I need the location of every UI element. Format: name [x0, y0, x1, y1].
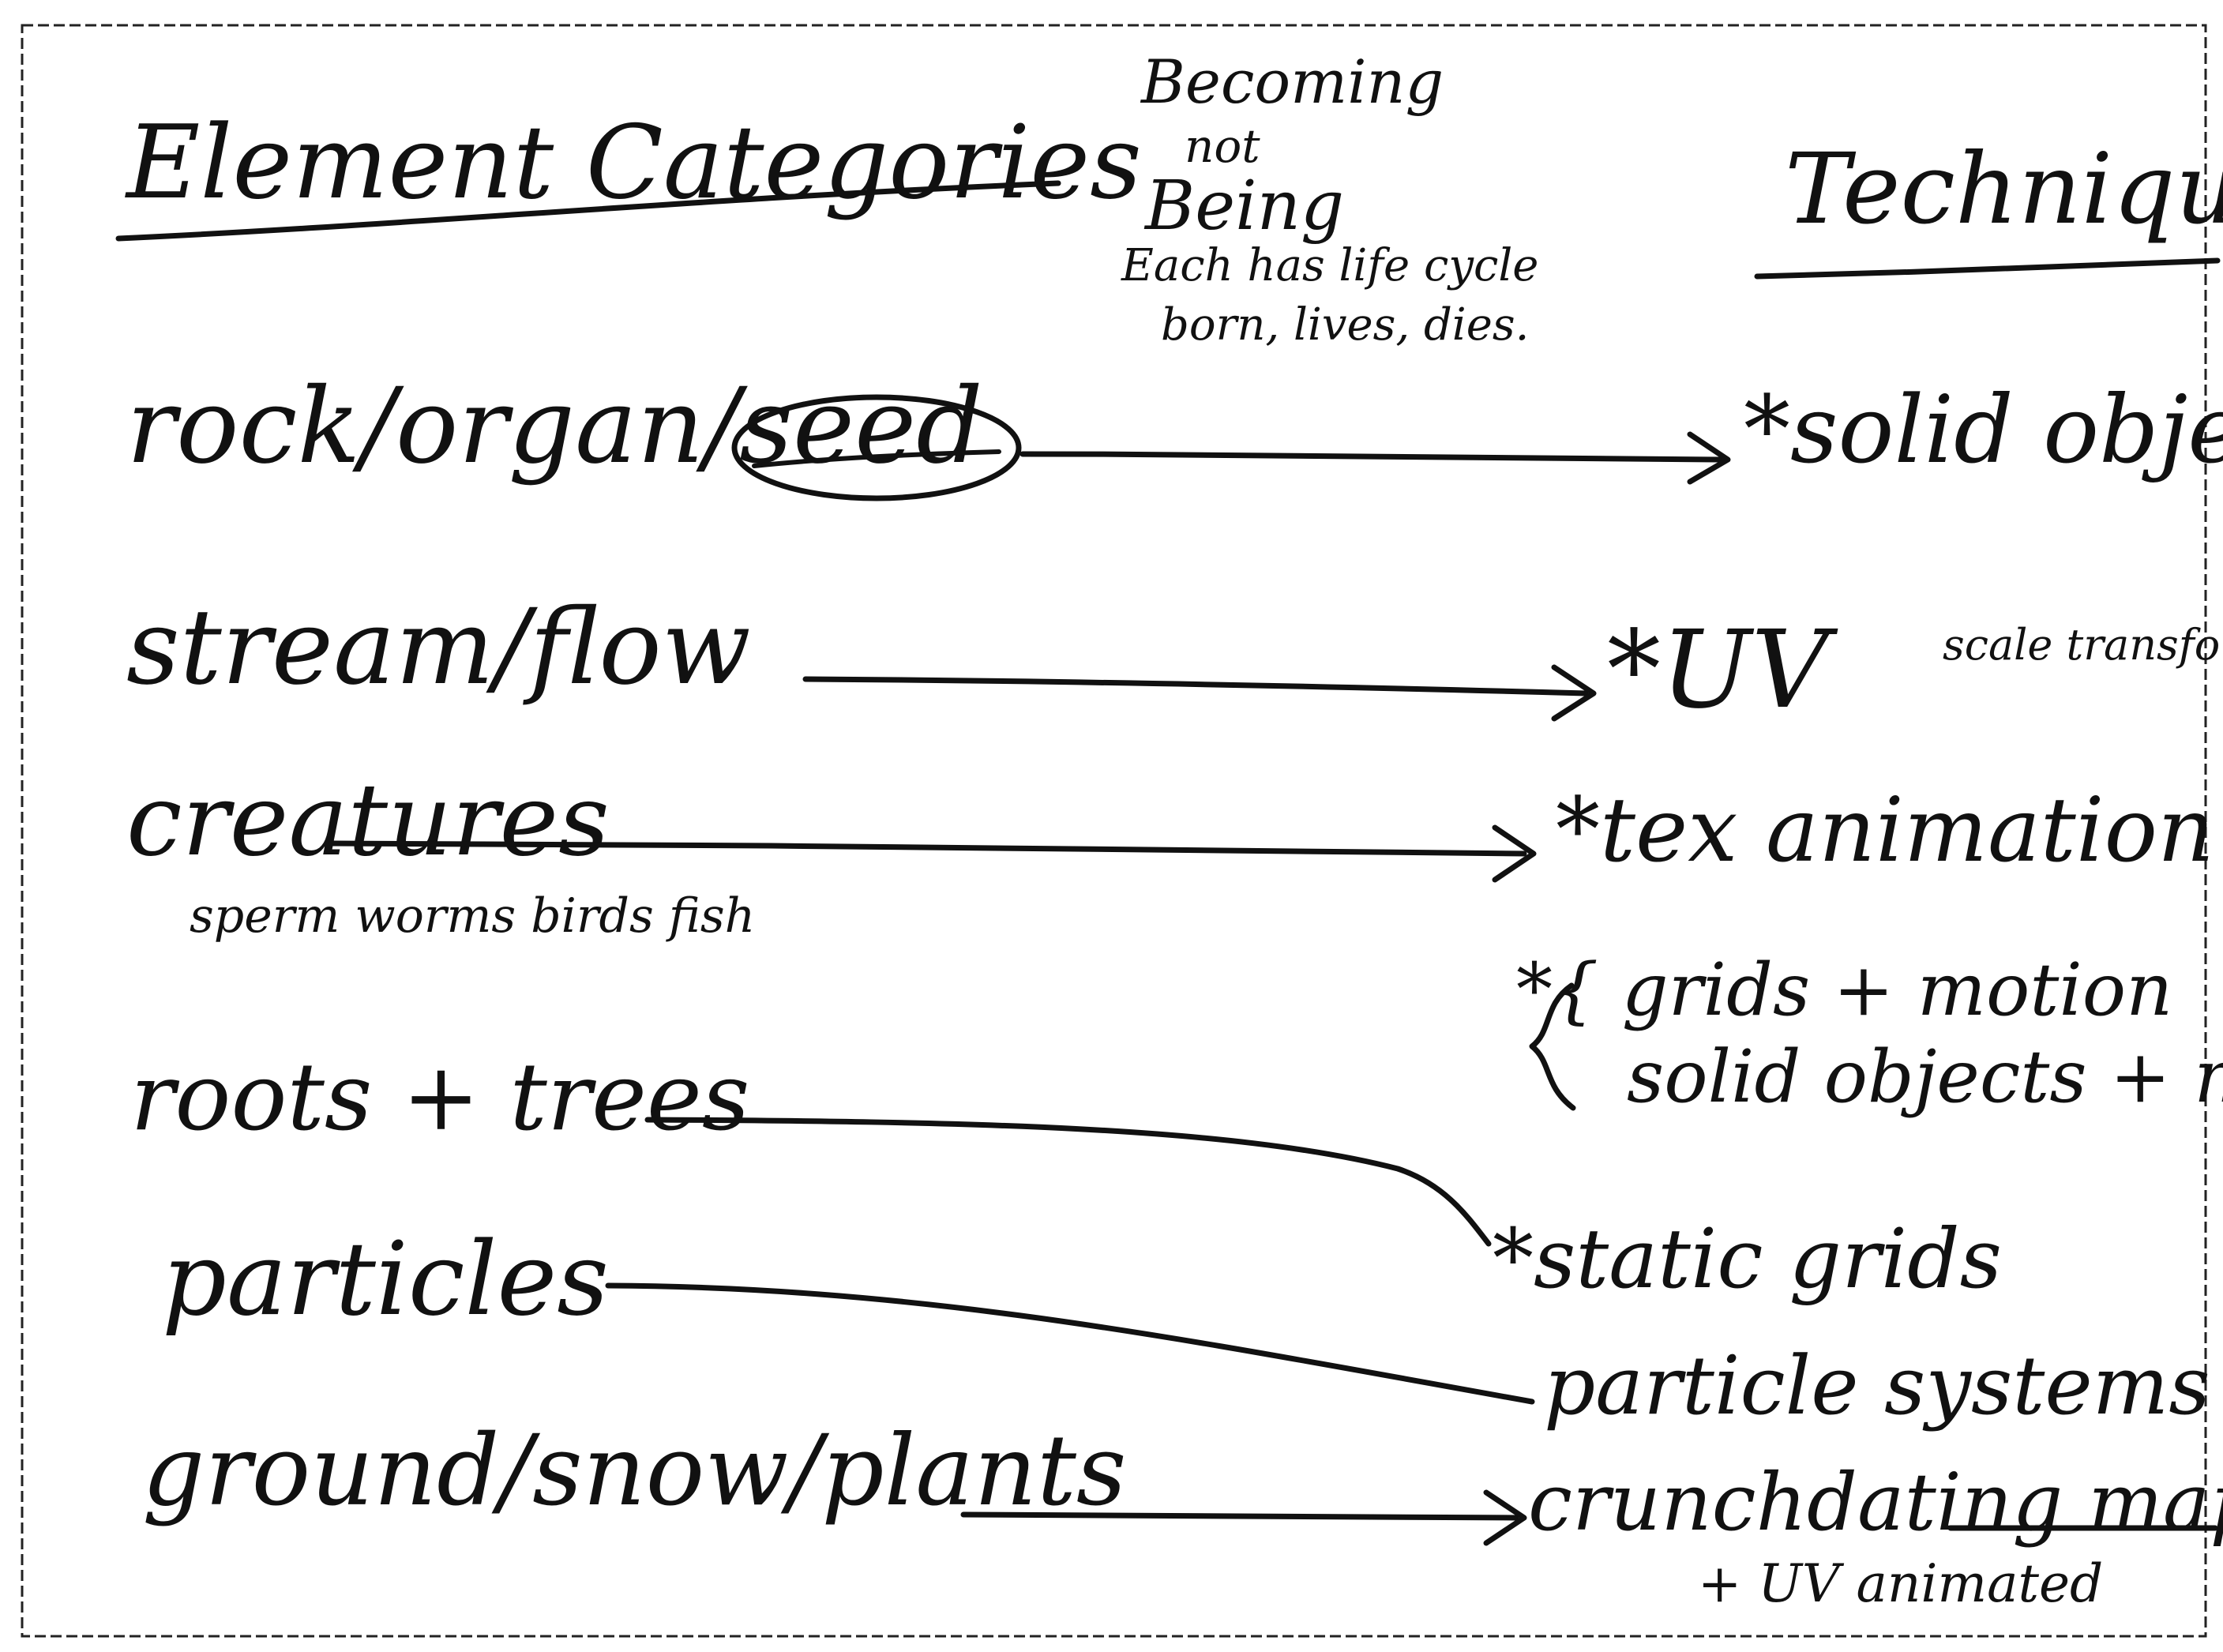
element-rock-organ-seed: rock/organ/seed — [126, 366, 983, 487]
technique-tex-animation: *tex animation — [1556, 779, 2214, 882]
technique-scale-transform-note: scale transform — [1943, 620, 2223, 670]
element-creatures-sublabel: sperm worms birds fish — [190, 888, 755, 944]
element-ground-snow-plants: ground/snow/plants — [142, 1414, 1127, 1528]
technique-grids-motion: *{ grids + motion — [1516, 948, 2172, 1032]
element-stream-flow: stream/flow — [126, 587, 751, 708]
technique-particle-systems: particle systems — [1544, 1339, 2210, 1433]
page-border — [21, 24, 2207, 1638]
arrowhead-stream-to-uv — [1551, 664, 1597, 722]
seed-circle — [731, 394, 1022, 501]
connector-roots-to-static-grids — [644, 1117, 1492, 1247]
technique-solid-object: *solid object — [1744, 375, 2223, 484]
technique-crunchdating-maps: crunchdating maps — [1528, 1456, 2223, 1549]
brace-grids-solid-objects — [1529, 982, 1576, 1111]
technique-uv-animated-note: + UV animated — [1698, 1553, 2103, 1614]
technique-uv: *UV — [1607, 608, 1838, 733]
center-note-line2: not — [1185, 119, 1260, 173]
center-note-line4: Each has life cycle — [1121, 240, 1538, 291]
arrowhead-creatures-to-tex-animation — [1492, 824, 1537, 883]
arrowhead-ground-to-crunchdating-maps — [1483, 1489, 1527, 1546]
element-creatures: creatures — [126, 762, 610, 878]
center-note-line3: Being — [1143, 167, 1344, 246]
arrow-ground-to-crunchdating-maps — [960, 1511, 1519, 1521]
connector-particles-to-particle-systems — [605, 1282, 1535, 1405]
center-note-line1: Becoming — [1140, 47, 1444, 117]
right-title: Techniques — [1785, 133, 2223, 246]
element-particles: particles — [162, 1221, 609, 1338]
arrowhead-rock-to-solid-object — [1687, 431, 1731, 485]
arrow-creatures-to-tex-animation — [329, 840, 1527, 857]
technique-solid-objects-motion: solid objects + motion — [1627, 1034, 2223, 1119]
arrow-rock-to-solid-object — [1020, 451, 1723, 463]
left-title: Element Categories — [125, 104, 1142, 222]
seed-strike-through — [752, 449, 1001, 468]
left-title-underline — [115, 180, 1061, 242]
element-roots-trees: roots + trees — [130, 1042, 749, 1151]
technique-static-grids: *static grids — [1493, 1211, 2002, 1307]
center-note-line5: born, lives, dies. — [1161, 299, 1529, 351]
arrow-stream-to-uv — [802, 676, 1589, 696]
right-title-underline — [1754, 257, 2221, 280]
